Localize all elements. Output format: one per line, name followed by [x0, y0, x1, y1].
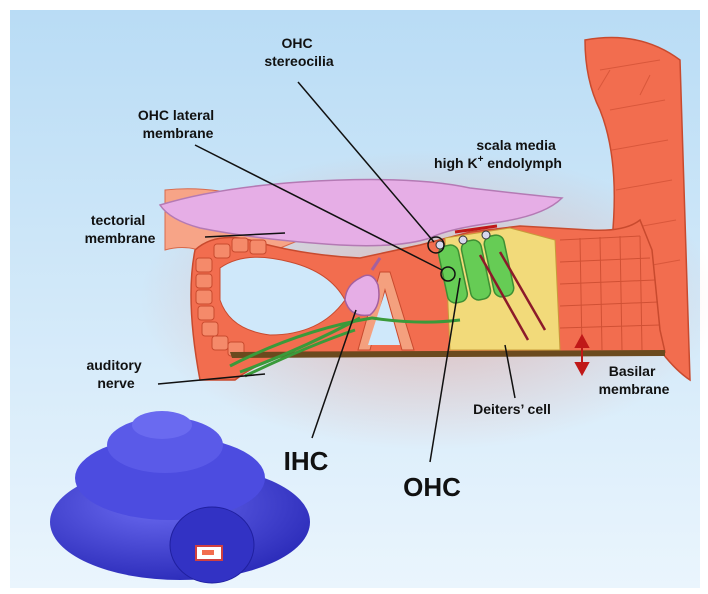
label-deiters-cell: Deiters’ cell — [473, 401, 551, 417]
label-ihc: IHC — [284, 446, 329, 476]
label-ohc: OHC — [403, 472, 461, 502]
